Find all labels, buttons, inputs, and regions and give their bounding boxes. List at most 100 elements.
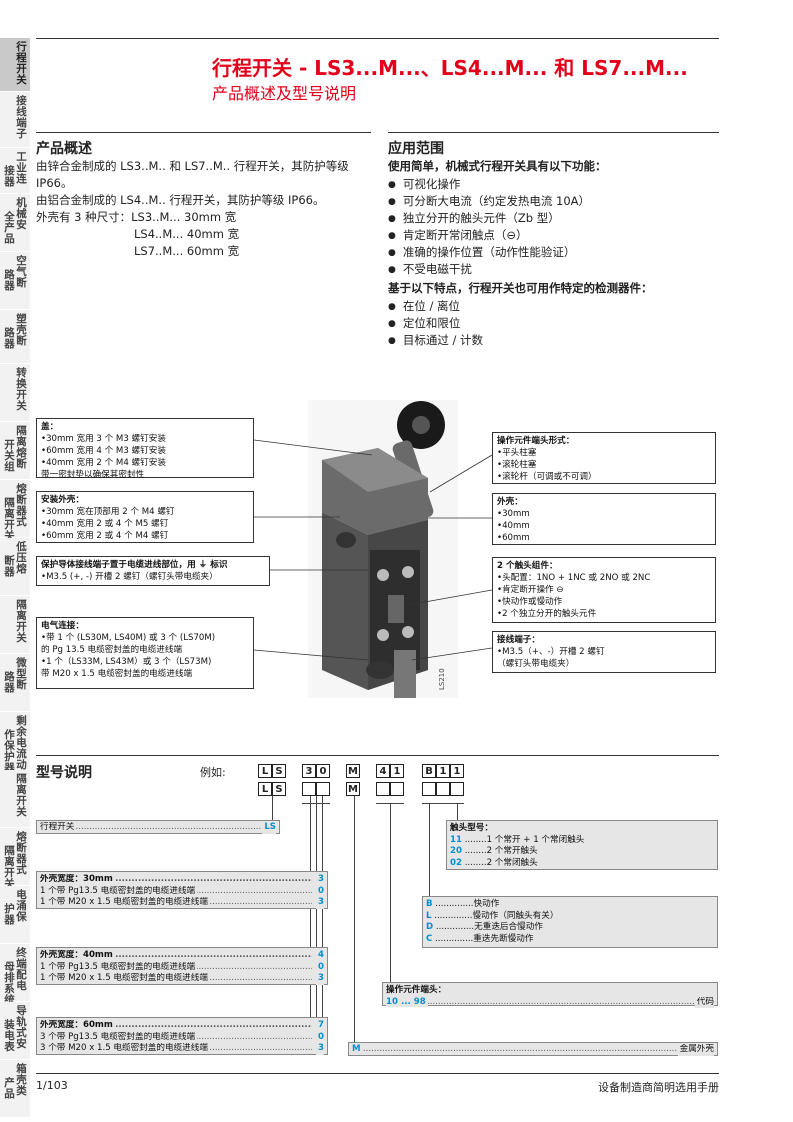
sidebar-tab-label: 低压熔	[16, 541, 27, 575]
sidebar-tab[interactable]: 空气断路器	[0, 252, 30, 310]
tree-line	[310, 796, 311, 1036]
box-title: 触头型号：	[450, 823, 493, 833]
application-rule	[388, 132, 719, 133]
application-item: 准确的操作位置（动作性能验证）	[388, 244, 576, 263]
application-item2: 目标通过 / 计数	[388, 332, 483, 351]
sidebar-tab-label: 隔离熔断	[16, 425, 27, 470]
sidebar-tab-label: 隔离开关	[4, 497, 15, 542]
sidebar-tab-label: 接线端子	[16, 95, 27, 140]
callout-line: 30mm 宽用 3 个 M3 螺钉安装	[41, 433, 249, 445]
sidebar-tab[interactable]: 隔离开关	[0, 770, 30, 828]
application-item: 独立分开的触头元件（Zb 型）	[388, 210, 560, 229]
sidebar-tab-label: 产品	[4, 1077, 15, 1100]
row-switch: ........................................…	[36, 820, 280, 834]
callout-line: 40mm 宽用 2 或 4 个 M5 螺钉	[41, 518, 249, 530]
callout-line: M3.5 (+, -) 开槽 2 螺钉（螺钉头带电缆夹）	[41, 571, 265, 583]
sidebar-tab[interactable]: 导轨式安装电表	[0, 1002, 30, 1060]
sidebar-tab-label: 母排系统	[4, 961, 15, 1006]
sidebar-tab[interactable]: 微型断路器	[0, 654, 30, 712]
sidebar-tab[interactable]: 熔断器式隔离开关	[0, 480, 30, 542]
row-label: 慢动作（同触头有关）	[472, 910, 559, 921]
application-intro: 使用简单，机械式行程开关具有以下功能：	[388, 159, 607, 173]
template-code-cell	[450, 782, 464, 796]
callout-mounting: 安装外壳： 30mm 宽在顶部用 2 个 M4 螺钉 40mm 宽用 2 或 4…	[36, 491, 254, 543]
overview-line: LS4..M... 40mm 宽	[134, 227, 240, 241]
callout-line: 带一密封垫以确保其密封性	[41, 470, 145, 480]
sidebar-tab[interactable]: 行程开关	[0, 38, 30, 92]
template-code-cell: M	[346, 782, 360, 796]
row-label: 外壳宽度：30mm	[40, 874, 115, 884]
row-code: 3	[316, 874, 324, 886]
callout-terminals: 接线端子： M3.5（+、-）开槽 2 螺钉 （螺钉头带电缆夹）	[492, 631, 716, 673]
row-label: 重迭先断慢动作	[473, 933, 534, 944]
sidebar-tab[interactable]: 箱壳类产品	[0, 1060, 30, 1118]
row-code: 11	[450, 834, 462, 845]
sidebar-tab-label: 隔离开关	[4, 845, 15, 890]
row-code: 20	[450, 846, 462, 856]
sidebar-tab-label: 隔离开关	[16, 599, 27, 644]
sidebar-tab-label: 机械安	[16, 197, 27, 231]
callout-line: 带 M20 x 1.5 电缆密封盖的电缆进线端	[41, 669, 193, 679]
callout-line: （螺钉头带电缆夹）	[497, 659, 575, 669]
template-code-cell	[390, 782, 404, 796]
callout-cover: 盖： 30mm 宽用 3 个 M3 螺钉安装 60mm 宽用 4 个 M3 螺钉…	[36, 418, 254, 480]
tree-line	[390, 803, 391, 982]
sidebar-tab-label: 行程开关	[16, 41, 27, 86]
example-code-cell: B	[422, 764, 436, 778]
example-code-cell: S	[272, 764, 286, 778]
model-rule	[36, 755, 719, 756]
callout-earth-terminal: 保护导体接线端子置于电缆进线部位，用 ⏚ 标识 M3.5 (+, -) 开槽 2…	[36, 556, 270, 586]
callout-operating-head: 操作元件端头形式： 平头柱塞 滚轮柱塞 滚轮杆（可调或不可调）	[492, 432, 716, 484]
box-operating-head: 操作元件端头： ................................…	[382, 982, 718, 1008]
template-code-cell: L	[258, 782, 272, 796]
sidebar-tab[interactable]: 机械安全产品	[0, 194, 30, 252]
sidebar-tab[interactable]: 熔断器式隔离开关	[0, 828, 30, 890]
row-label: 2 个常开触头	[486, 846, 538, 856]
callout-title: 安装外壳：	[41, 495, 84, 505]
page-number: 1/103	[36, 1079, 68, 1092]
row-label: 3 个带 Pg13.5 电缆密封盖的电缆进线端	[40, 1031, 198, 1042]
sidebar-tab[interactable]: 低压熔断器	[0, 538, 30, 596]
callout-line: 肯定断开操作 ⊖	[497, 584, 711, 596]
overview-rule	[36, 132, 371, 133]
callout-line: 40mm	[497, 520, 711, 532]
row-label: 快动作	[473, 899, 500, 909]
sidebar-tab-label: 空气断	[16, 255, 27, 289]
sidebar-tab[interactable]: 终端配电母排系统	[0, 944, 30, 1006]
tree-line	[354, 796, 355, 1044]
row-code: 3	[316, 897, 324, 909]
overview-line: 由铝合金制成的 LS4..M.. 行程开关，其防护等级 IP66。	[36, 193, 325, 207]
callout-line: 头配置：1NO + 1NC 或 2NO 或 2NC	[497, 572, 711, 584]
sidebar-tab[interactable]: 接线端子	[0, 92, 30, 148]
row-label: 1 个常开 + 1 个常闭触头	[486, 834, 585, 845]
callout-contact-block: 2 个触头组件： 头配置：1NO + 1NC 或 2NO 或 2NC 肯定断开操…	[492, 557, 716, 623]
sidebar-tab-label: 剩余电流动	[16, 715, 27, 771]
sidebar-tab[interactable]: 转换开关	[0, 364, 30, 422]
box-title: 操作元件端头：	[386, 985, 447, 995]
row-code: M	[352, 1044, 363, 1054]
sidebar-tab-label: 微型断	[16, 657, 27, 691]
sidebar-tab[interactable]: 电涌保护器	[0, 886, 30, 944]
example-code-cell: 3	[302, 764, 316, 778]
sidebar-tab[interactable]: 工业连接器	[0, 148, 30, 194]
sidebar-tab[interactable]: 塑壳断路器	[0, 310, 30, 364]
callout-line: 60mm 宽用 2 或 4 个 M4 螺钉	[41, 530, 249, 542]
sidebar-tab[interactable]: 隔离熔断开关组	[0, 422, 30, 480]
footer-rule	[36, 1073, 719, 1074]
limit-switch-photo: LS210	[308, 400, 458, 698]
sidebar-tab-label: 路器	[4, 269, 15, 292]
row-label: 无重迭后合慢动作	[474, 922, 543, 932]
sidebar-nav: 行程开关接线端子工业连接器机械安全产品空气断路器塑壳断路器转换开关隔离熔断开关组…	[0, 38, 30, 1118]
row-label: 3 个带 M20 x 1.5 电缆密封盖的电缆进线端	[40, 1043, 210, 1053]
example-label: 例如:	[200, 766, 226, 779]
row-code: 3	[316, 973, 324, 985]
sidebar-tab[interactable]: 隔离开关	[0, 596, 30, 654]
callout-line: M3.5（+、-）开槽 2 螺钉	[497, 646, 711, 658]
template-code-cell	[302, 782, 316, 796]
callout-title: 2 个触头组件：	[497, 561, 558, 571]
sidebar-tab-label: 装电表	[4, 1019, 15, 1053]
row-code: L	[426, 910, 432, 921]
sidebar-tab-label: 断器	[4, 555, 15, 578]
sidebar-tab[interactable]: 剩余电流动作保护器	[0, 712, 30, 774]
box-width-30: ........................................…	[36, 871, 328, 909]
